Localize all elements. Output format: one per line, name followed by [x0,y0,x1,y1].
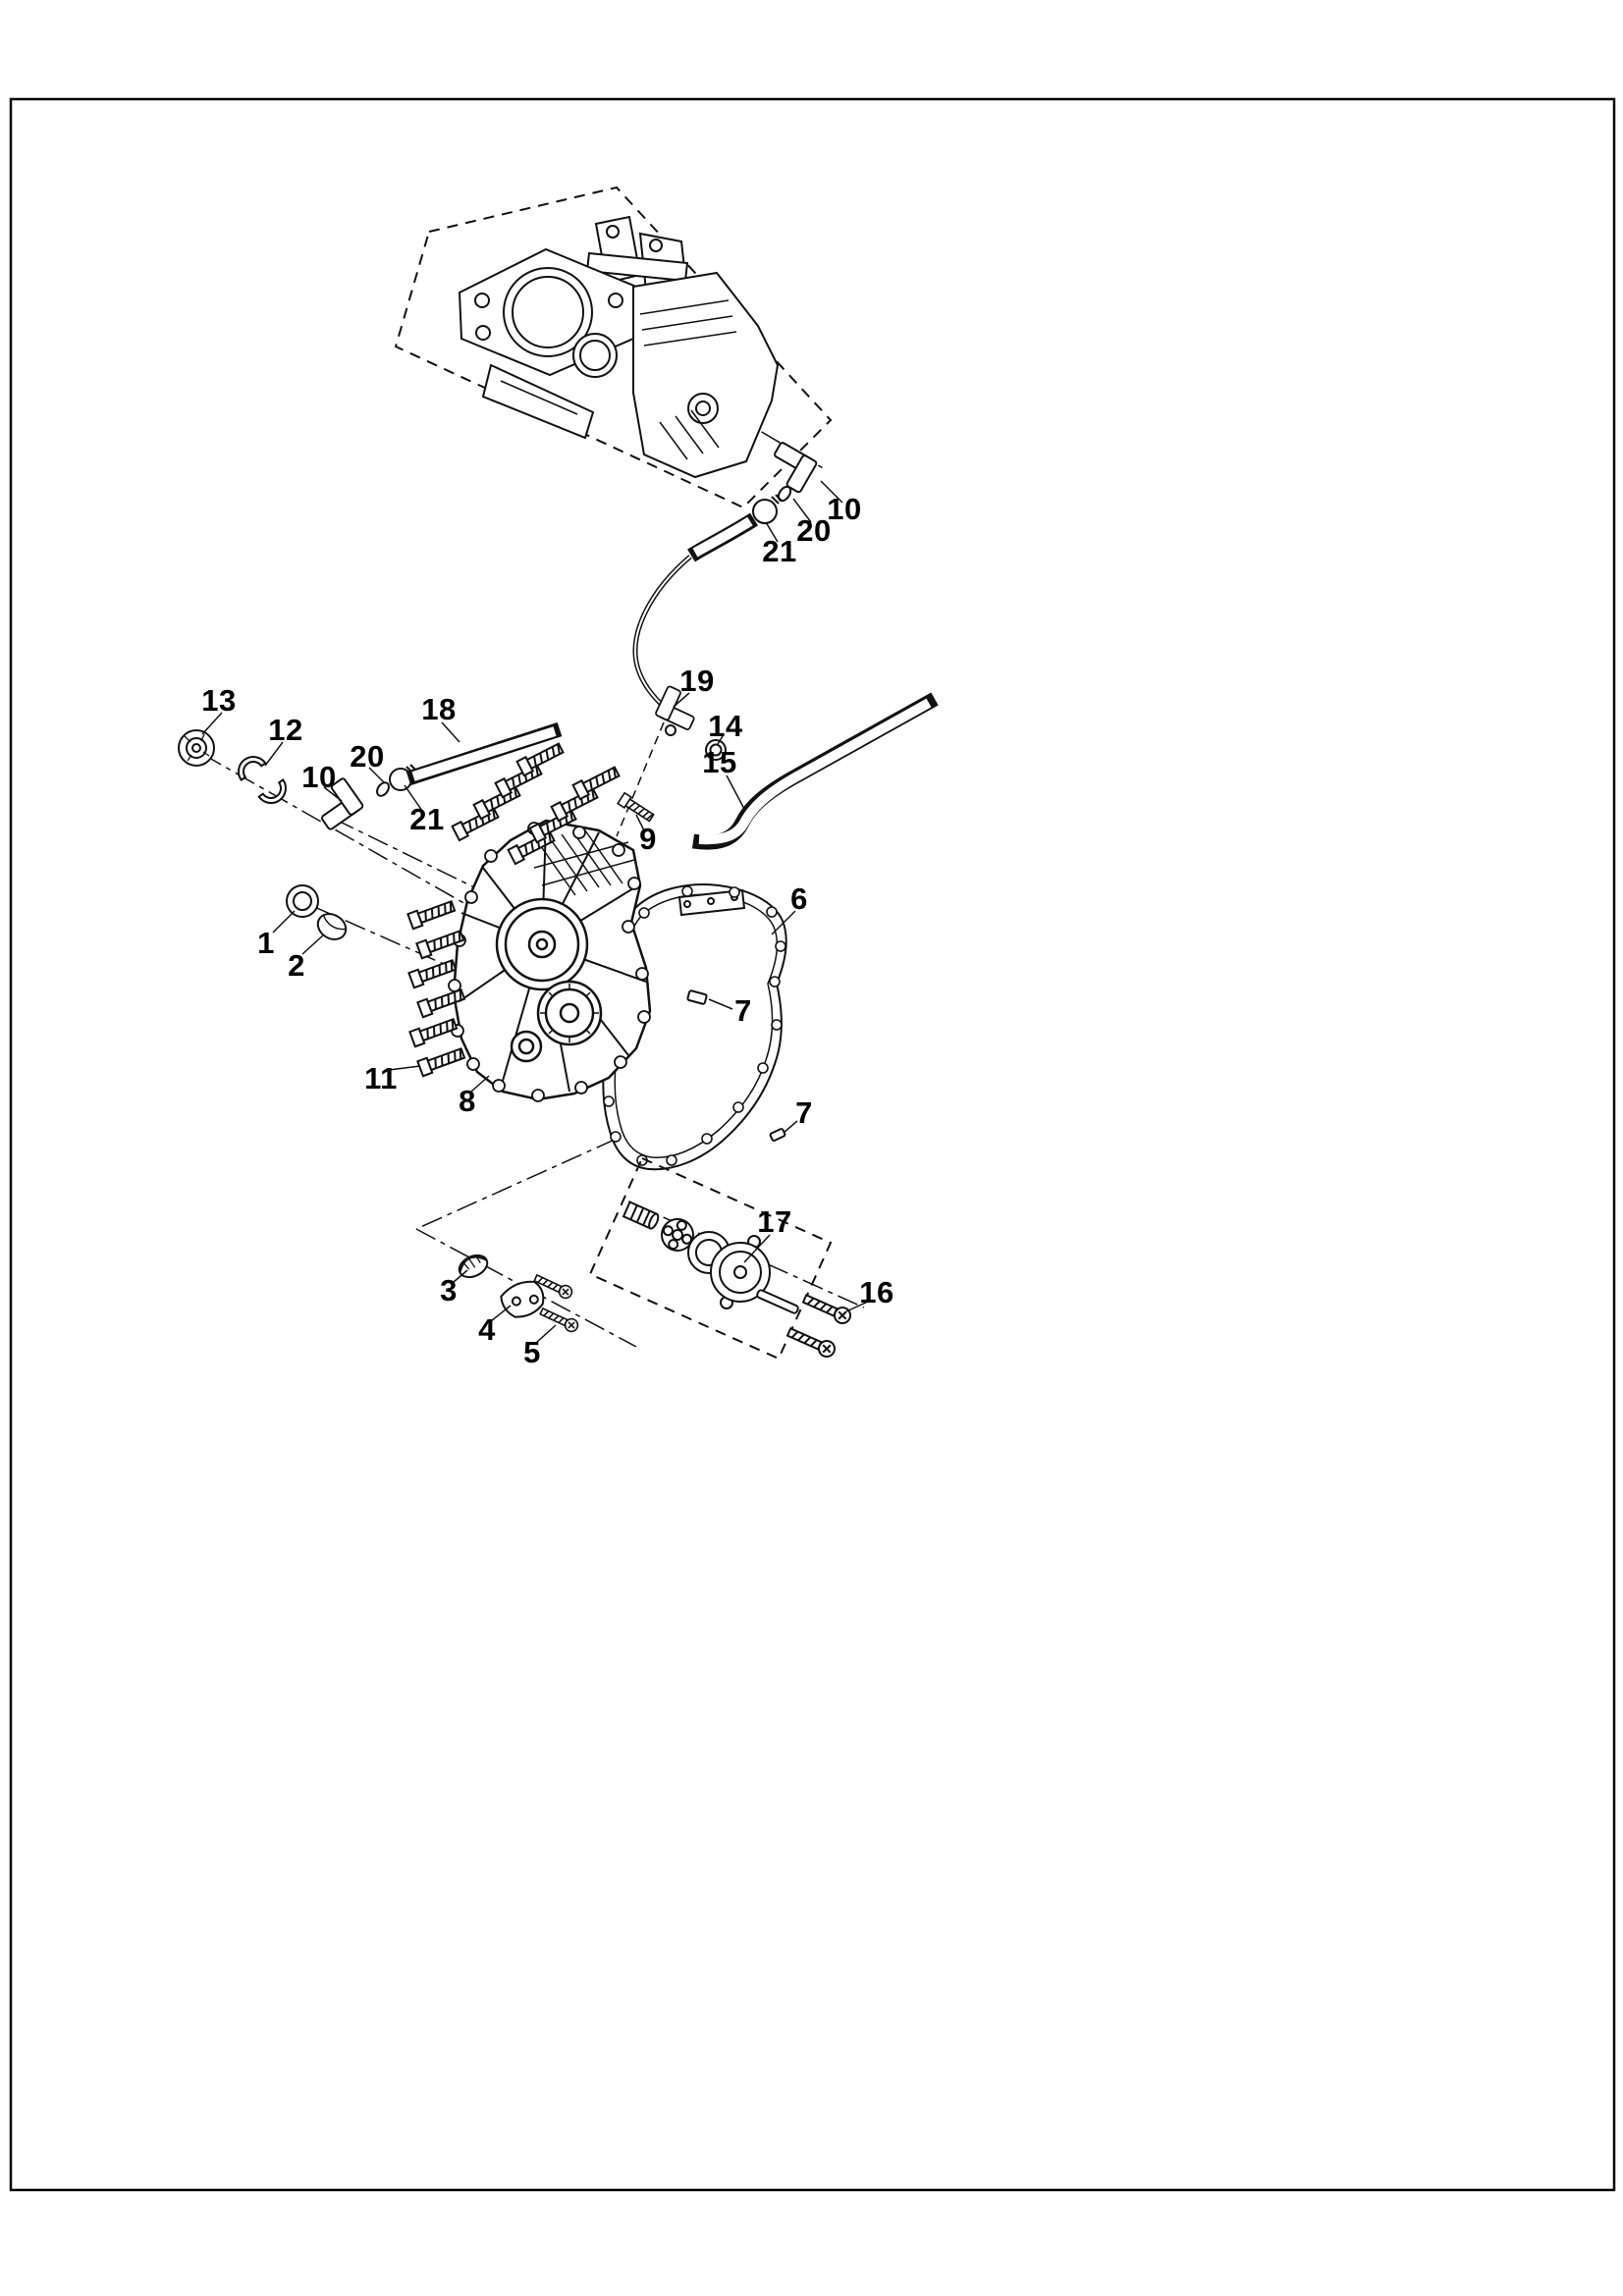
plug-2 [316,913,348,940]
leader-lines [201,480,869,1344]
page-border [9,97,1616,2192]
oil-line [632,555,692,707]
washer-13 [178,729,215,767]
ring-14 [705,739,727,761]
side-cover-8 [448,819,652,1102]
engine-block [458,215,780,479]
fitting-19 [616,684,704,837]
oil-pump-17 [588,1156,854,1361]
seal-1 [286,884,319,918]
fitting-group-left [308,764,416,831]
hose-18 [406,721,563,786]
hose-15 [691,692,939,850]
fitting-group-top [752,441,819,524]
engine-block-envelope [394,186,833,509]
small-parts-345 [458,1254,581,1335]
bearing-shells-12 [238,756,287,804]
hose-short-top [687,512,759,562]
